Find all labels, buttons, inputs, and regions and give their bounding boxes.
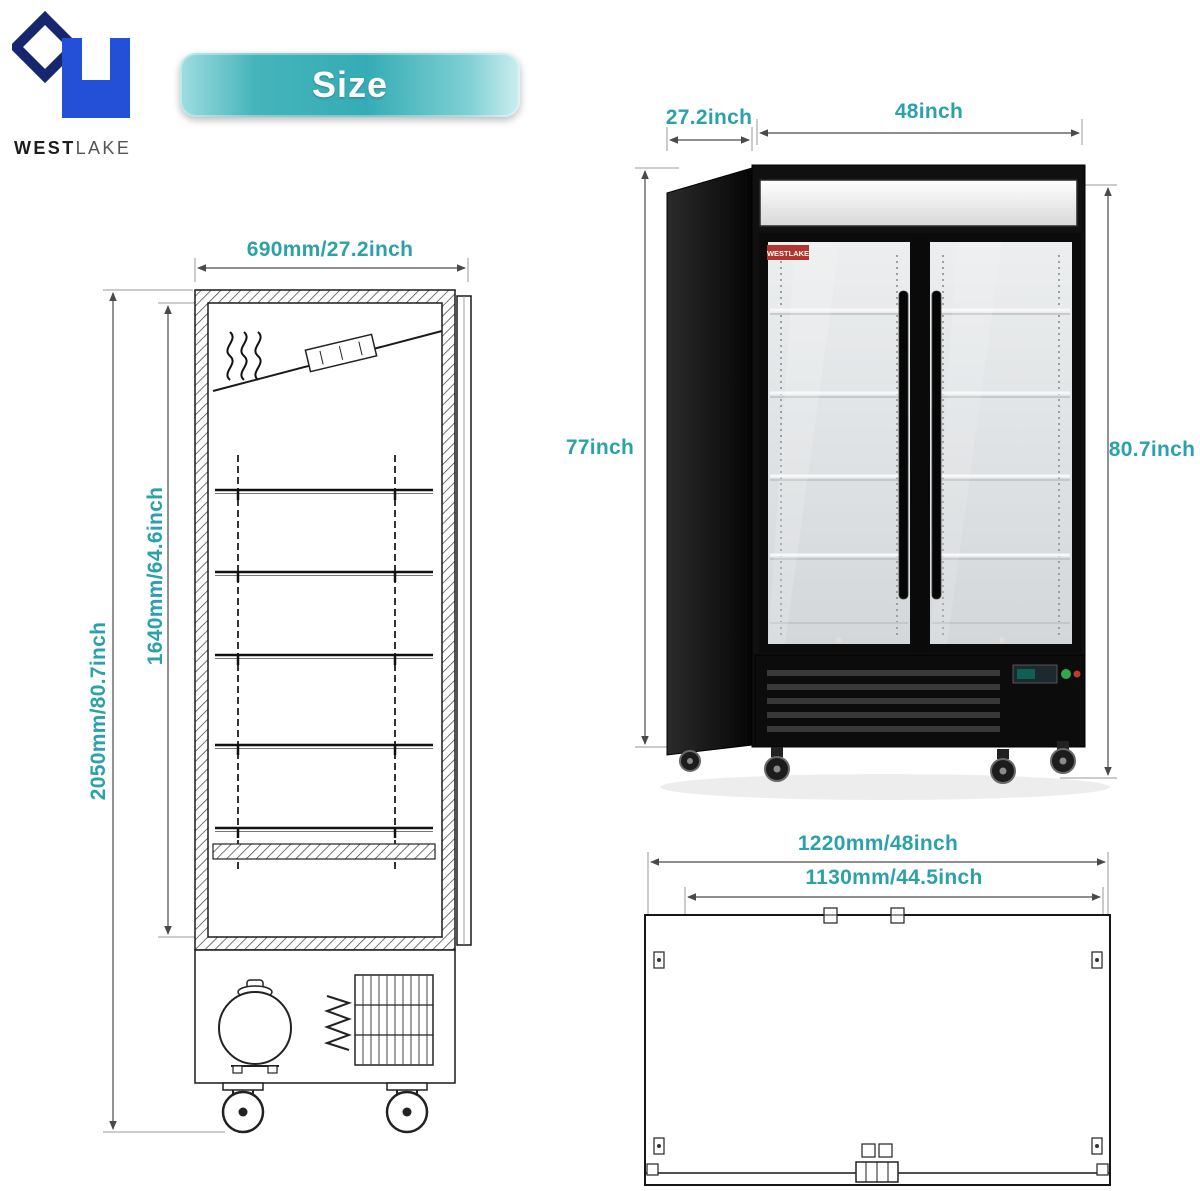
bottom-corner-clip: [646, 1163, 659, 1176]
dim-side-overall-height: 2050mm/80.7inch: [87, 621, 110, 801]
shelf: [215, 653, 433, 665]
brand-name: WESTLAKE: [14, 138, 164, 159]
shelf: [215, 488, 433, 500]
interior-shelves: [770, 308, 1070, 624]
capillary-coil: [323, 995, 353, 1051]
fridge-front-illustration: WESTLAKE: [635, 119, 1117, 800]
brand-name-lake: LAKE: [75, 138, 132, 158]
dim-bottom-outer-width: 1220mm/48inch: [797, 832, 959, 855]
shelf: [215, 826, 433, 838]
condenser-coil: [354, 974, 434, 1066]
door-brand-label: WESTLAKE: [767, 249, 809, 258]
bottom-view-drawing: [644, 852, 1111, 1186]
door-brand-badge: [767, 245, 809, 260]
shelf: [215, 570, 433, 582]
center-bracket: [855, 1143, 899, 1183]
cabinet-side-panel: [666, 167, 753, 756]
dim-front-width: 48inch: [894, 100, 964, 123]
dim-side-width: 690mm/27.2inch: [246, 238, 414, 261]
center-mullion: [912, 233, 928, 653]
brand-name-west: WEST: [14, 138, 76, 158]
caster: [221, 1082, 265, 1134]
dim-side-interior-height: 1640mm/64.6inch: [144, 486, 167, 666]
dim-front-height-right: 80.7inch: [1108, 438, 1196, 461]
side-view-drawing: [103, 258, 472, 1134]
caster: [385, 1082, 429, 1134]
bottom-view-diagram: [600, 828, 1200, 1191]
temperature-controller: [1012, 664, 1081, 684]
dim-front-depth: 27.2inch: [665, 106, 753, 129]
caster: [990, 749, 1016, 784]
side-view-diagram: [55, 228, 475, 1158]
sign-header-panel: [759, 179, 1078, 227]
compressor: [218, 979, 292, 1074]
evaporator-coil: [226, 331, 262, 381]
westlake-logo-icon: [8, 10, 130, 118]
base-outline: [644, 914, 1111, 1186]
right-door-handle: [931, 290, 942, 600]
size-badge-label: Size: [311, 64, 389, 105]
left-door-handle: [898, 290, 909, 600]
brand-logo: WESTLAKE: [8, 8, 172, 173]
caster: [764, 747, 790, 782]
size-badge: Size: [180, 53, 520, 117]
caster: [1050, 741, 1076, 774]
bottom-corner-clip: [1096, 1163, 1109, 1176]
shelf: [215, 743, 433, 755]
fan-unit: [304, 333, 378, 373]
front-view-photo: WESTLAKE: [555, 95, 1200, 810]
bottom-tray: [212, 843, 436, 860]
caster: [679, 745, 701, 772]
dim-bottom-inner-width: 1130mm/44.5inch: [805, 866, 983, 889]
louver-grill: [767, 670, 1000, 732]
dim-front-height-left: 77inch: [565, 436, 635, 459]
